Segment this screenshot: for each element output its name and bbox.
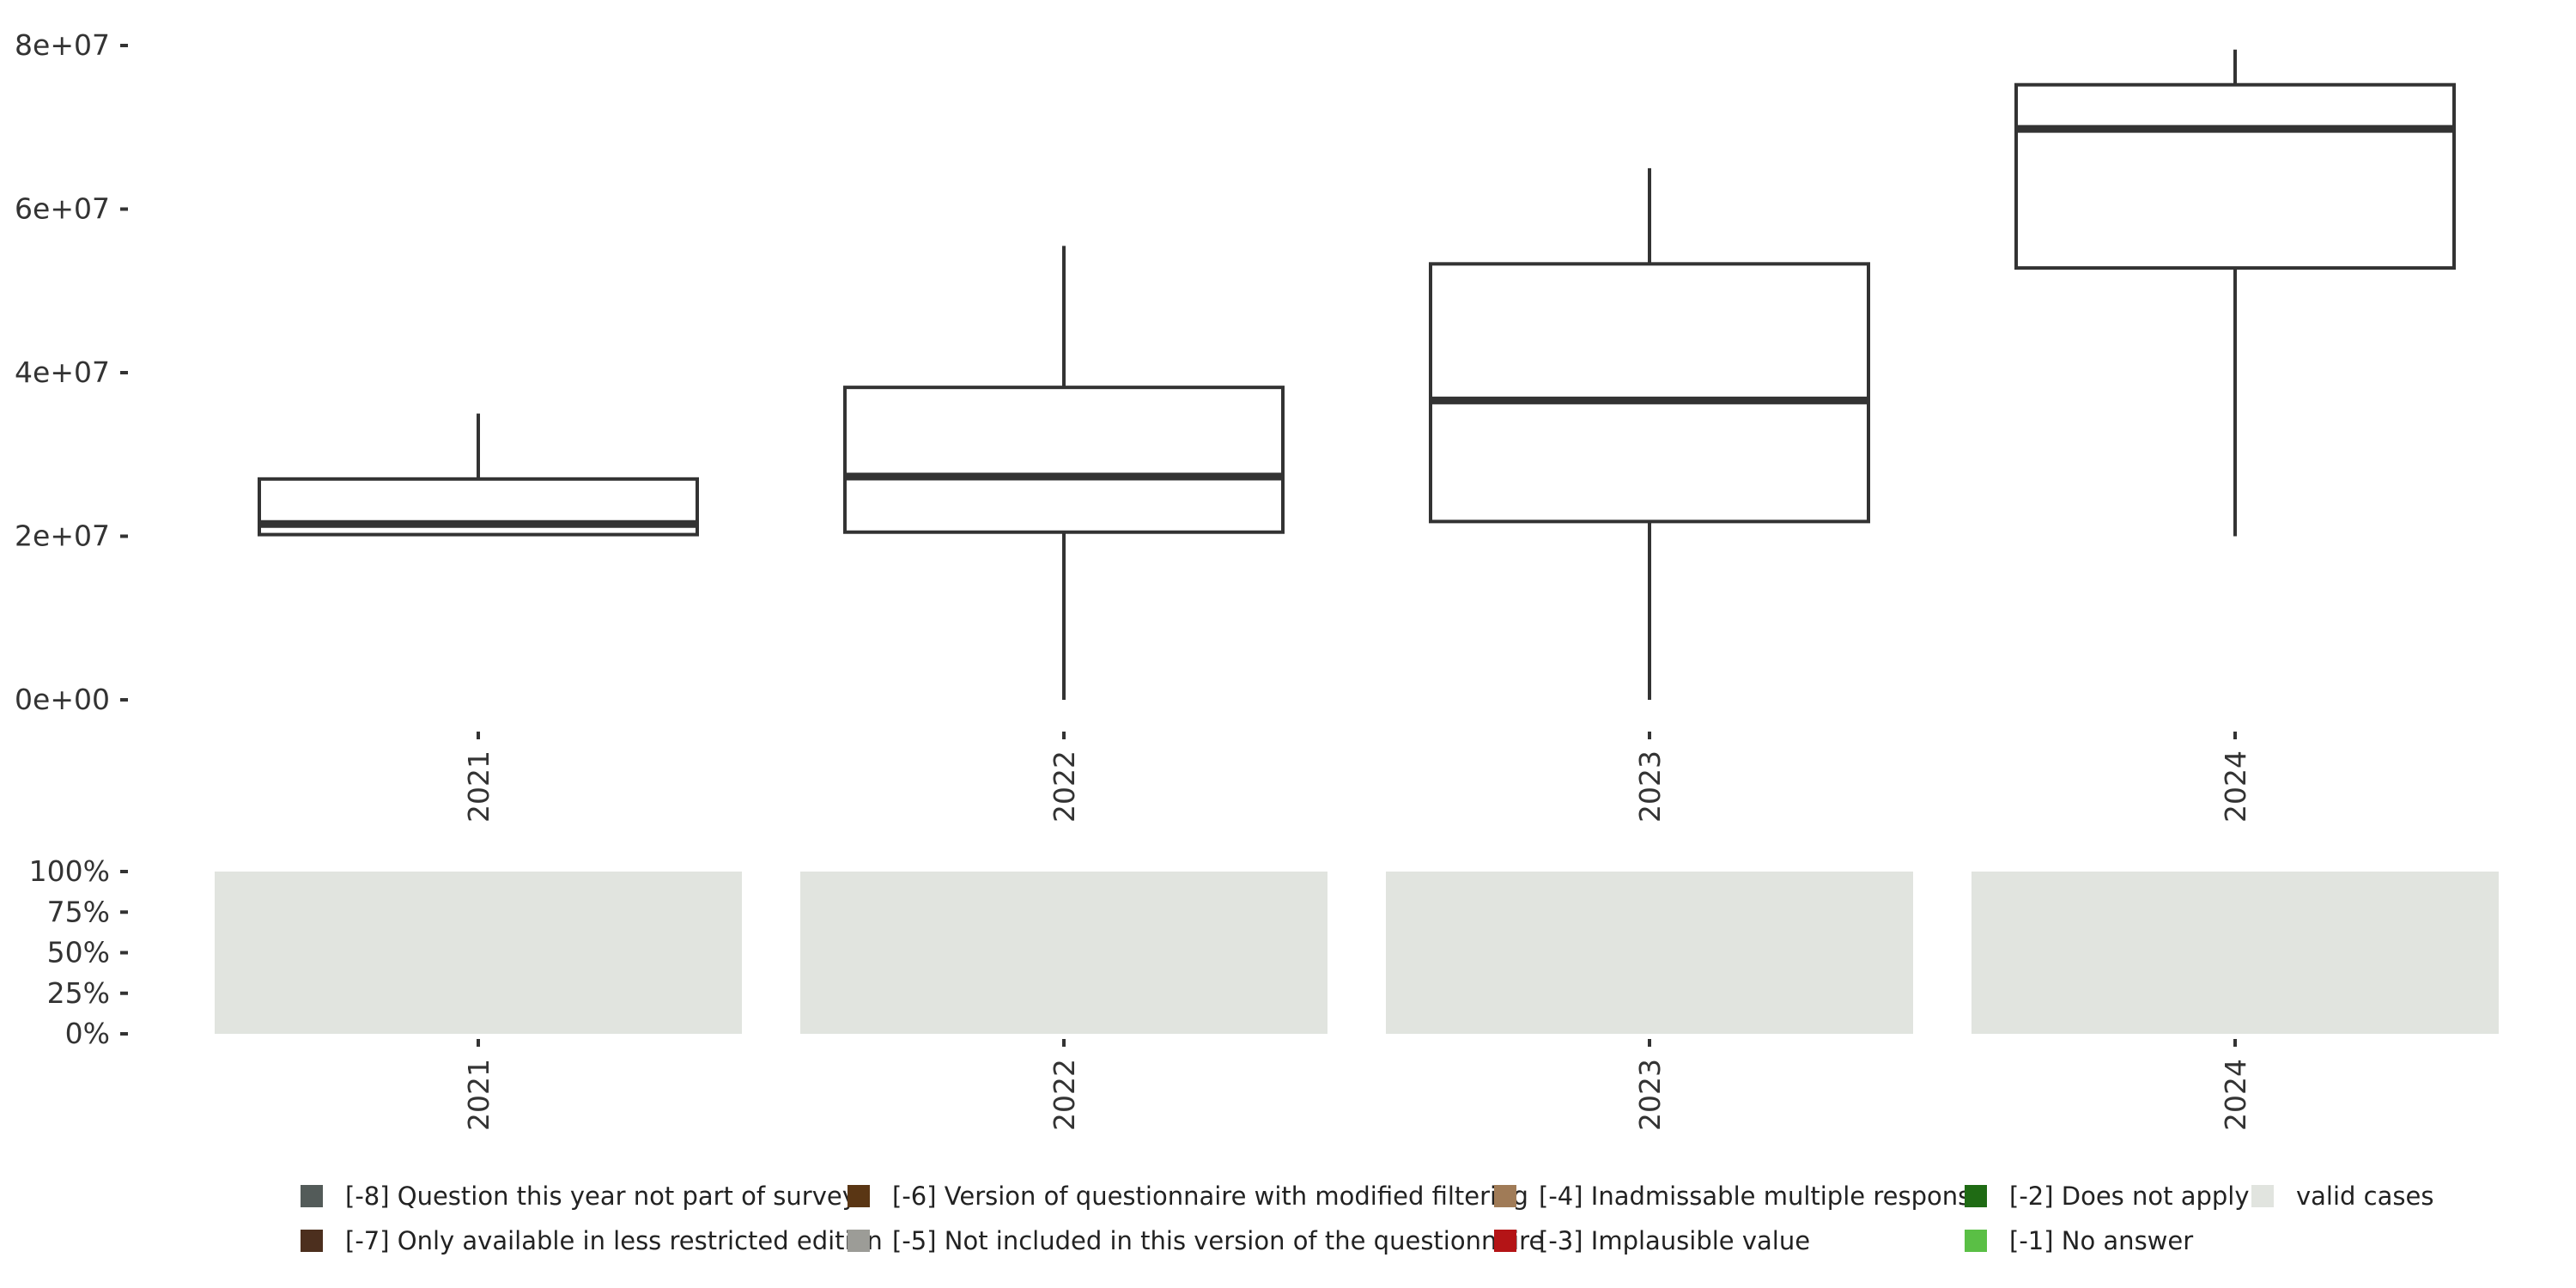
x-tick-label: 2024 xyxy=(2219,750,2252,823)
y-tick-label: 100% xyxy=(29,854,110,888)
legend-swatch xyxy=(848,1230,870,1252)
y-tick-label: 6e+07 xyxy=(15,192,110,226)
legend-swatch xyxy=(1965,1185,1987,1207)
y-tick-label: 50% xyxy=(47,936,110,969)
legend-item: [-2] Does not apply xyxy=(1965,1182,2250,1211)
bar-segment xyxy=(1971,872,2499,1034)
legend-swatch xyxy=(301,1230,323,1252)
y-tick-label: 75% xyxy=(47,895,110,928)
legend-label: [-2] Does not apply xyxy=(2009,1182,2250,1211)
legend-item: [-5] Not included in this version of the… xyxy=(848,1226,1544,1255)
y-tick-label: 2e+07 xyxy=(15,519,110,553)
legend-swatch xyxy=(1965,1230,1987,1252)
legend-swatch xyxy=(1494,1185,1516,1207)
legend-swatch xyxy=(2251,1185,2274,1207)
legend-label: [-8] Question this year not part of surv… xyxy=(345,1182,857,1211)
legend-swatch xyxy=(848,1185,870,1207)
box xyxy=(843,386,1285,534)
legend-swatch xyxy=(301,1185,323,1207)
x-tick-label: 2023 xyxy=(1633,750,1667,823)
bar-segment xyxy=(800,872,1327,1034)
y-tick-label: 8e+07 xyxy=(15,28,110,62)
legend-item: [-6] Version of questionnaire with modif… xyxy=(848,1182,1528,1211)
x-tick-label: 2024 xyxy=(2219,1059,2252,1131)
legend-item: [-3] Implausible value xyxy=(1494,1226,1810,1255)
legend-label: [-1] No answer xyxy=(2009,1226,2194,1255)
y-tick-label: 25% xyxy=(47,976,110,1010)
x-tick-label: 2021 xyxy=(462,750,495,823)
x-tick-label: 2021 xyxy=(462,1059,495,1131)
legend-item: valid cases xyxy=(2251,1182,2433,1211)
legend-label: [-7] Only available in less restricted e… xyxy=(345,1226,883,1255)
boxplot-panel: 0e+00 2e+07 4e+07 6e+07 8e+07 2021 2022 2023 202… xyxy=(15,28,2456,823)
legend-item: [-7] Only available in less restricted e… xyxy=(301,1226,883,1255)
box xyxy=(2014,82,2456,270)
legend-label: [-5] Not included in this version of the… xyxy=(892,1226,1545,1255)
x-tick-label: 2022 xyxy=(1048,1059,1081,1131)
valid-cases-panel: 0% 25% 50% 75% 100% 2021 2022 2023 2024 xyxy=(29,854,2499,1131)
bar-segment xyxy=(215,872,742,1034)
legend-label: valid cases xyxy=(2296,1182,2434,1211)
bar-segment xyxy=(1386,872,1913,1034)
legend-item: [-1] No answer xyxy=(1965,1226,2193,1255)
legend-item: [-4] Inadmissable multiple response xyxy=(1494,1182,1986,1211)
legend-label: [-4] Inadmissable multiple response xyxy=(1539,1182,1987,1211)
legend-item: [-8] Question this year not part of surv… xyxy=(301,1182,857,1211)
y-tick-label: 0% xyxy=(65,1017,110,1050)
legend-label: [-6] Version of questionnaire with modif… xyxy=(892,1182,1528,1211)
y-tick-label: 4e+07 xyxy=(15,355,110,389)
box xyxy=(1429,262,1870,524)
x-tick-label: 2023 xyxy=(1633,1059,1667,1131)
y-tick-label: 0e+00 xyxy=(15,683,110,716)
legend-label: [-3] Implausible value xyxy=(1539,1226,1811,1255)
x-tick-label: 2022 xyxy=(1048,750,1081,823)
legend-swatch xyxy=(1494,1230,1516,1252)
